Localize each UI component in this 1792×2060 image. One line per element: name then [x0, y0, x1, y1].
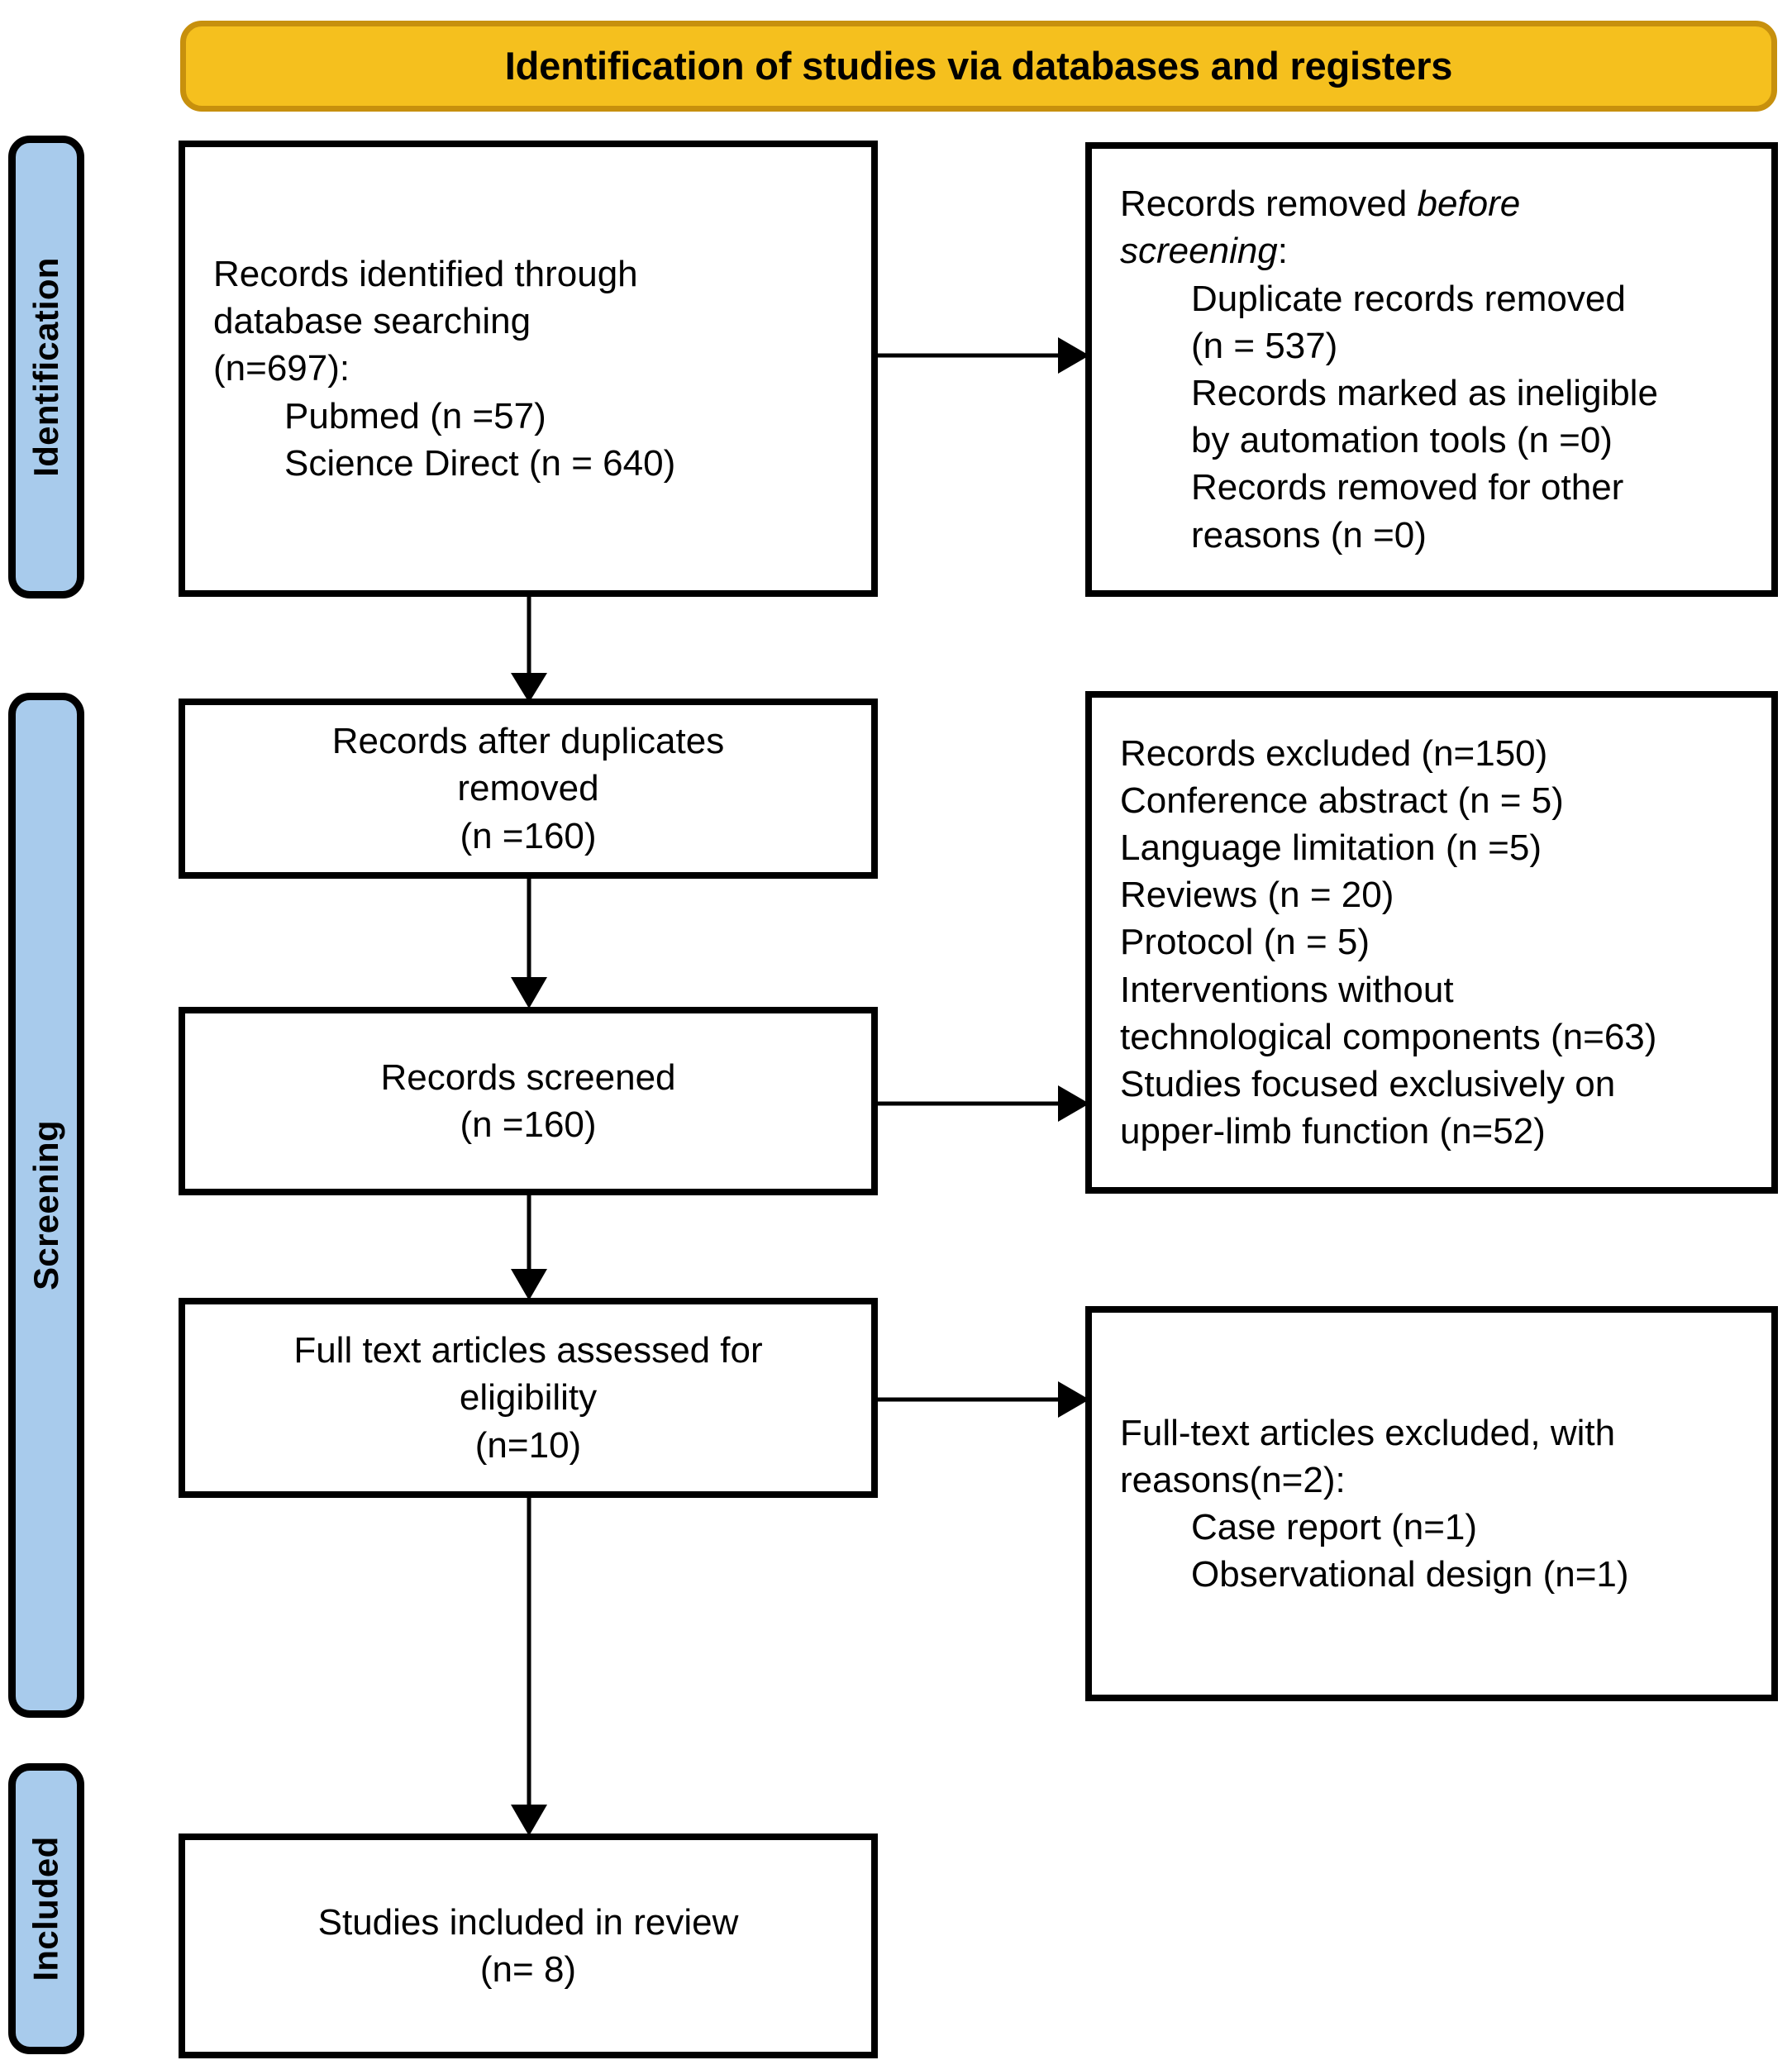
box-fulltext-excluded-text: Full-text articles excluded, with reason…: [1092, 1409, 1771, 1599]
box-records-removed-before-screening: Records removed before screening: Duplica…: [1085, 142, 1778, 597]
box-fulltext-assessed-text: Full text articles assessed for eligibil…: [293, 1330, 763, 1466]
arrow-screened-to-fulltext: [496, 1193, 562, 1302]
box-fulltext-assessed: Full text articles assessed for eligibil…: [179, 1298, 878, 1498]
records-removed-colon: :: [1277, 231, 1289, 272]
marked-ineligible-count: by automation tools (n =0): [1191, 420, 1613, 461]
stage-label-included: Included: [8, 1763, 84, 2054]
records-removed-before-italic: before: [1417, 184, 1521, 225]
box-records-after-duplicates-text: Records after duplicates removed (n =160…: [331, 721, 725, 856]
box-studies-included-text: Studies included in review (n= 8): [317, 1901, 739, 1990]
arrow-identified-to-after-duplicates: [496, 594, 562, 703]
records-removed-lead: Records removed: [1120, 184, 1418, 225]
fulltext-excluded-case-report: Case report (n=1): [1191, 1507, 1478, 1547]
box-records-screened-text: Records screened (n =160): [380, 1056, 676, 1145]
removed-other-reasons-count: reasons (n =0): [1191, 514, 1427, 556]
box-records-excluded-text: Records excluded (n=150) Conference abst…: [1120, 732, 1657, 1152]
arrow-after-duplicates-to-screened: [496, 876, 562, 1010]
fulltext-excluded-observational: Observational design (n=1): [1191, 1554, 1629, 1595]
box-records-after-duplicates: Records after duplicates removed (n =160…: [179, 699, 878, 879]
records-removed-screening-italic: screening: [1120, 231, 1278, 272]
box-records-screened: Records screened (n =160): [179, 1007, 878, 1195]
box-records-excluded: Records excluded (n=150) Conference abst…: [1085, 691, 1778, 1194]
box-records-removed-text: Records removed before screening: Duplica…: [1092, 180, 1771, 559]
stage-label-screening-text: Screening: [26, 1120, 65, 1290]
duplicate-records-removed-count: (n = 537): [1191, 325, 1338, 366]
records-identified-pubmed: Pubmed (n =57): [284, 395, 546, 436]
stage-label-screening: Screening: [8, 693, 84, 1718]
arrow-screened-to-excluded: [873, 1079, 1094, 1128]
box-records-identified: Records identified through database sear…: [179, 141, 878, 597]
arrow-fulltext-to-fulltext-excluded: [873, 1375, 1094, 1424]
box-fulltext-excluded: Full-text articles excluded, with reason…: [1085, 1306, 1778, 1701]
duplicate-records-removed-label: Duplicate records removed: [1191, 278, 1626, 319]
arrow-identified-to-removed: [873, 331, 1094, 380]
stage-label-identification: Identification: [8, 136, 84, 598]
diagram-title: Identification of studies via databases …: [504, 44, 1453, 88]
box-studies-included: Studies included in review (n= 8): [179, 1833, 878, 2058]
stage-label-identification-text: Identification: [26, 257, 65, 477]
diagram-header-banner: Identification of studies via databases …: [180, 21, 1777, 112]
removed-other-reasons-label: Records removed for other: [1191, 467, 1624, 508]
arrow-fulltext-to-included: [496, 1495, 562, 1838]
fulltext-excluded-lead: Full-text articles excluded, with reason…: [1120, 1412, 1616, 1500]
marked-ineligible-label: Records marked as ineligible: [1191, 373, 1658, 413]
stage-label-included-text: Included: [26, 1836, 66, 1981]
box-records-identified-text: Records identified through database sear…: [185, 250, 871, 487]
records-identified-science-direct: Science Direct (n = 640): [284, 442, 676, 484]
records-identified-main: Records identified through database sear…: [213, 254, 638, 389]
